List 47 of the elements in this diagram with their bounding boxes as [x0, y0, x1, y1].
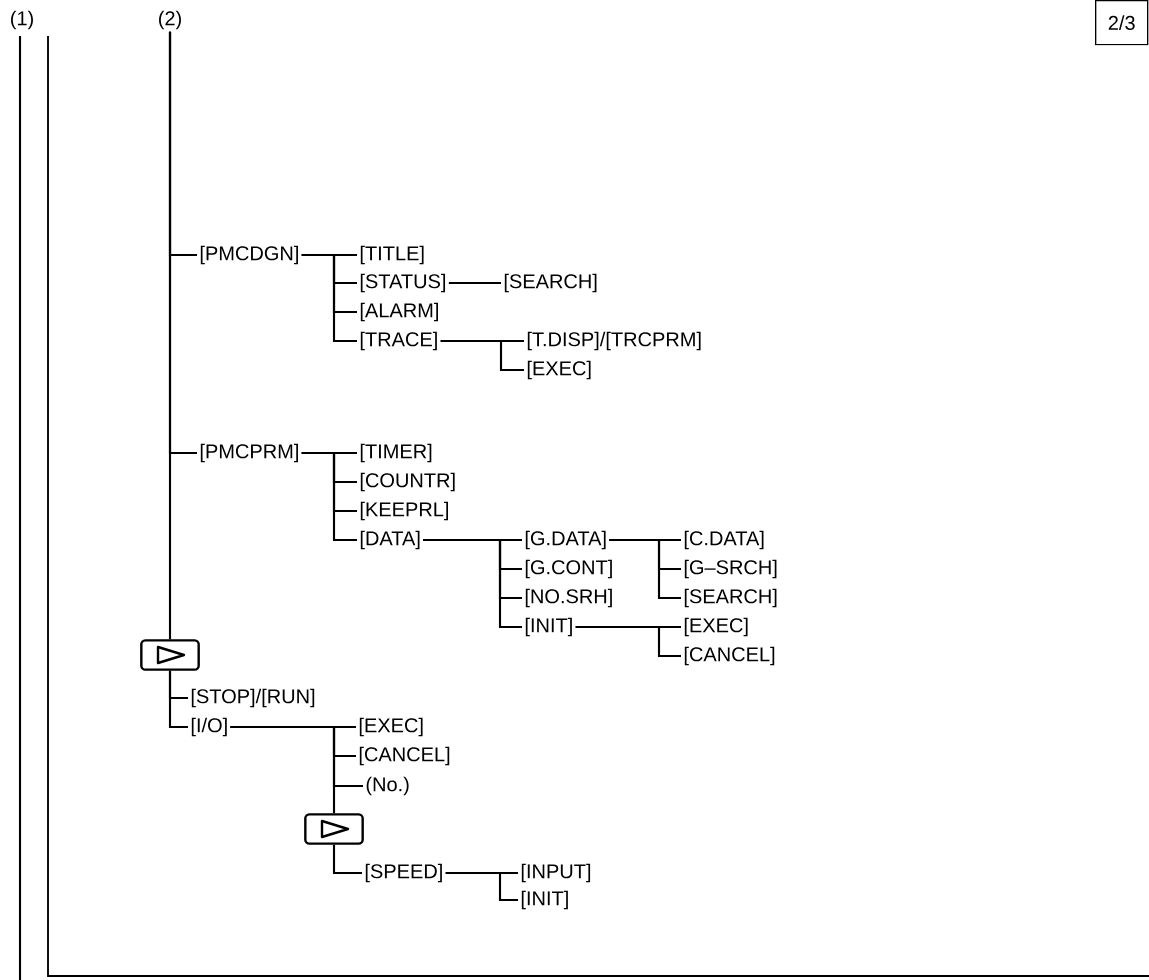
menu-label: [ALARM] — [360, 302, 438, 322]
page-number-box: 2/3 — [1095, 0, 1149, 46]
menu-label: [T.DISP]/[TRCPRM] — [527, 331, 701, 351]
menu-label: [TIMER] — [360, 443, 432, 463]
menu-label: [PMCPRM] — [200, 443, 298, 463]
connector-line — [448, 281, 501, 285]
menu-label: [EXEC] — [684, 617, 748, 637]
connector-line — [575, 625, 681, 658]
menu-label: (No.) — [366, 776, 409, 796]
menu-label: [C.DATA] — [684, 530, 764, 550]
forward-key — [140, 639, 200, 671]
menu-label: [INPUT] — [521, 863, 591, 883]
connector-line — [168, 31, 172, 640]
menu-label: [G.CONT] — [525, 559, 612, 579]
connector-line — [609, 538, 681, 600]
menu-label: [SEARCH] — [504, 273, 597, 293]
menu-label: [TITLE] — [360, 245, 424, 265]
menu-label: [TRACE] — [360, 331, 437, 351]
column-label: (2) — [159, 10, 181, 30]
connector-line — [301, 253, 357, 343]
menu-label: [I/O] — [191, 717, 227, 737]
menu-label: [G.DATA] — [525, 530, 606, 550]
menu-label: [KEEPRL] — [360, 501, 448, 521]
connector-line — [230, 725, 336, 814]
menu-label: [INIT] — [525, 617, 572, 637]
forward-key — [304, 813, 364, 845]
menu-label: [STOP]/[RUN] — [191, 688, 315, 708]
menu-label: [PMCDGN] — [200, 245, 298, 265]
menu-label: [COUNTR] — [360, 472, 455, 492]
menu-label: [CANCEL] — [359, 746, 450, 766]
column-label: (1) — [11, 10, 33, 30]
connector-line — [445, 871, 518, 902]
menu-label: [EXEC] — [527, 360, 591, 380]
connector-line — [332, 844, 362, 875]
connector-line — [423, 538, 522, 629]
menu-label: [CANCEL] — [684, 646, 775, 666]
connector-line — [168, 670, 188, 729]
menu-label: [DATA] — [360, 530, 420, 550]
menu-label: [INIT] — [521, 890, 568, 910]
menu-label: [SPEED] — [365, 863, 442, 883]
menu-label: [EXEC] — [359, 717, 423, 737]
connector-line — [440, 339, 524, 372]
menu-label: [G–SRCH] — [684, 559, 777, 579]
connector-line — [301, 451, 357, 542]
menu-label: [STATUS] — [360, 273, 446, 293]
menu-label: [NO.SRH] — [525, 588, 612, 608]
menu-label: [SEARCH] — [684, 588, 777, 608]
